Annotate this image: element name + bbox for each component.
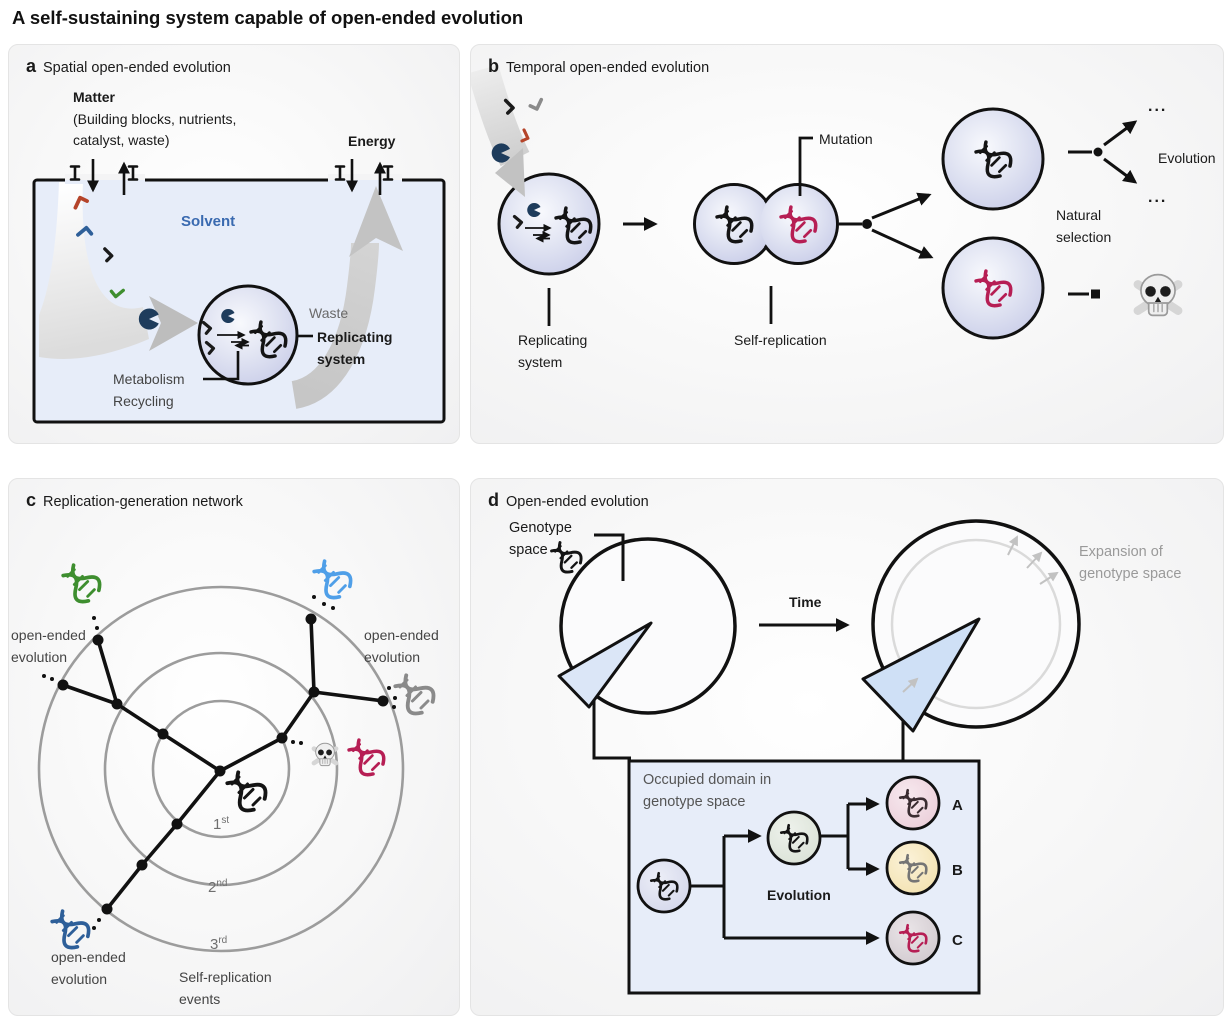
- figure-title: A self-sustaining system capable of open…: [12, 7, 524, 28]
- dna-icon-blue-light: [311, 558, 353, 600]
- label-pointers: [203, 334, 313, 381]
- replicating-system-label: Replicating system: [317, 329, 393, 367]
- genotype-variant-c-circle: [885, 910, 941, 966]
- solvent-label: Solvent: [181, 213, 236, 230]
- matter-influx-arrow: [39, 182, 198, 359]
- evolution-tree-lines: [691, 797, 880, 945]
- variant-c-label: C: [952, 932, 963, 949]
- skull-crossbones-icon: [314, 743, 336, 765]
- open-ended-evolution-label-right: open-ended evolution: [364, 627, 439, 665]
- genotype-intermediate-circle: [766, 810, 822, 866]
- dna-icon-ancestor: [224, 769, 268, 813]
- time-label: Time: [789, 594, 822, 610]
- generation-3-label: 3rd: [210, 935, 228, 953]
- dna-icon-crimson: [346, 737, 386, 777]
- replicating-cell: [497, 172, 601, 276]
- mutation-pointer: [798, 136, 813, 196]
- evolution-branch: [1068, 120, 1138, 184]
- variant-a-label: A: [952, 797, 963, 814]
- exchange-arrows: [87, 159, 386, 195]
- occupied-domain-wedge: [861, 617, 981, 733]
- continuation-dots: [42, 595, 397, 930]
- genotype-space-circle-after: [861, 519, 1081, 733]
- evolution-label: Evolution: [767, 887, 831, 903]
- variant-b-label: B: [952, 862, 963, 879]
- reaction-arrows: [217, 330, 250, 350]
- panel-letter: d: [488, 490, 499, 510]
- generation-1-label: 1st: [213, 815, 230, 833]
- panel-letter: a: [26, 56, 37, 76]
- panel-letter: c: [26, 490, 37, 510]
- metabolism-recycling-label: Metabolism Recycling: [113, 371, 185, 409]
- energy-label: Energy: [348, 133, 396, 149]
- previous-boundary-ring: [890, 538, 1062, 710]
- waste-label: Waste: [309, 305, 349, 321]
- skull-crossbones-icon: [1138, 275, 1178, 316]
- replicating-cell-contents: [511, 203, 593, 245]
- expansion-label: Expansion of genotype space: [1079, 544, 1182, 583]
- occupied-domain-label: Occupied domain in genotype space: [643, 772, 772, 811]
- division-branch: [839, 192, 934, 259]
- generation-rings: [37, 585, 405, 953]
- evolution-label: Evolution: [1158, 150, 1216, 166]
- mutant-daughter-cell: [941, 236, 1045, 340]
- dna-icon-green: [60, 562, 102, 604]
- open-ended-evolution-label-bottom: open-ended evolution: [51, 949, 126, 987]
- mutation-label: Mutation: [819, 131, 873, 147]
- matter-influx-arrow: [471, 64, 530, 197]
- dna-icon-blue-dark: [49, 908, 91, 950]
- panel-d-graphics: [549, 519, 1081, 995]
- ellipsis-continuation: ...: [1148, 98, 1168, 115]
- genotype-space-pointer: [594, 533, 625, 581]
- wildtype-daughter-cell: [941, 107, 1045, 211]
- expansion-arrows: [902, 535, 1059, 693]
- self-replication-label: Self-replication: [734, 332, 827, 348]
- replication-network-edges: [62, 618, 384, 911]
- self-replicating-dividing-cell: [693, 183, 839, 265]
- self-replication-events-label: Self-replication events: [179, 969, 272, 1007]
- replicating-cell: [197, 284, 299, 386]
- panel-c-graphics: [37, 558, 436, 953]
- panel-b-graphics: [471, 64, 1223, 340]
- genotype-ancestor-circle: [636, 858, 692, 914]
- occupied-domain-wedge: [557, 621, 653, 709]
- ellipsis-continuation: ...: [1148, 189, 1168, 206]
- dead-end-branch: [1068, 289, 1100, 299]
- branch-node: [1093, 147, 1103, 157]
- panel-letter: b: [488, 56, 499, 76]
- genotype-space-label: Genotype space: [509, 520, 572, 559]
- energy-outflux-arrow: [290, 186, 403, 409]
- open-ended-evolution-label-left: open-ended evolution: [11, 627, 86, 665]
- genotype-variant-a-circle: [885, 775, 941, 831]
- replication-event-nodes: [57, 613, 389, 915]
- dna-icon-grey: [392, 672, 436, 716]
- genotype-variant-b-circle: [885, 840, 941, 896]
- branch-node: [862, 219, 872, 229]
- generation-2-label: 2nd: [208, 878, 228, 896]
- natural-selection-label: Natural selection: [1056, 207, 1112, 245]
- genotype-space-circle-before: [557, 537, 737, 715]
- matter-label: Matter (Building blocks, nutrients, cata…: [73, 89, 237, 149]
- panel-a-graphics: [32, 159, 446, 424]
- replicating-system-label: Replicating system: [518, 332, 588, 370]
